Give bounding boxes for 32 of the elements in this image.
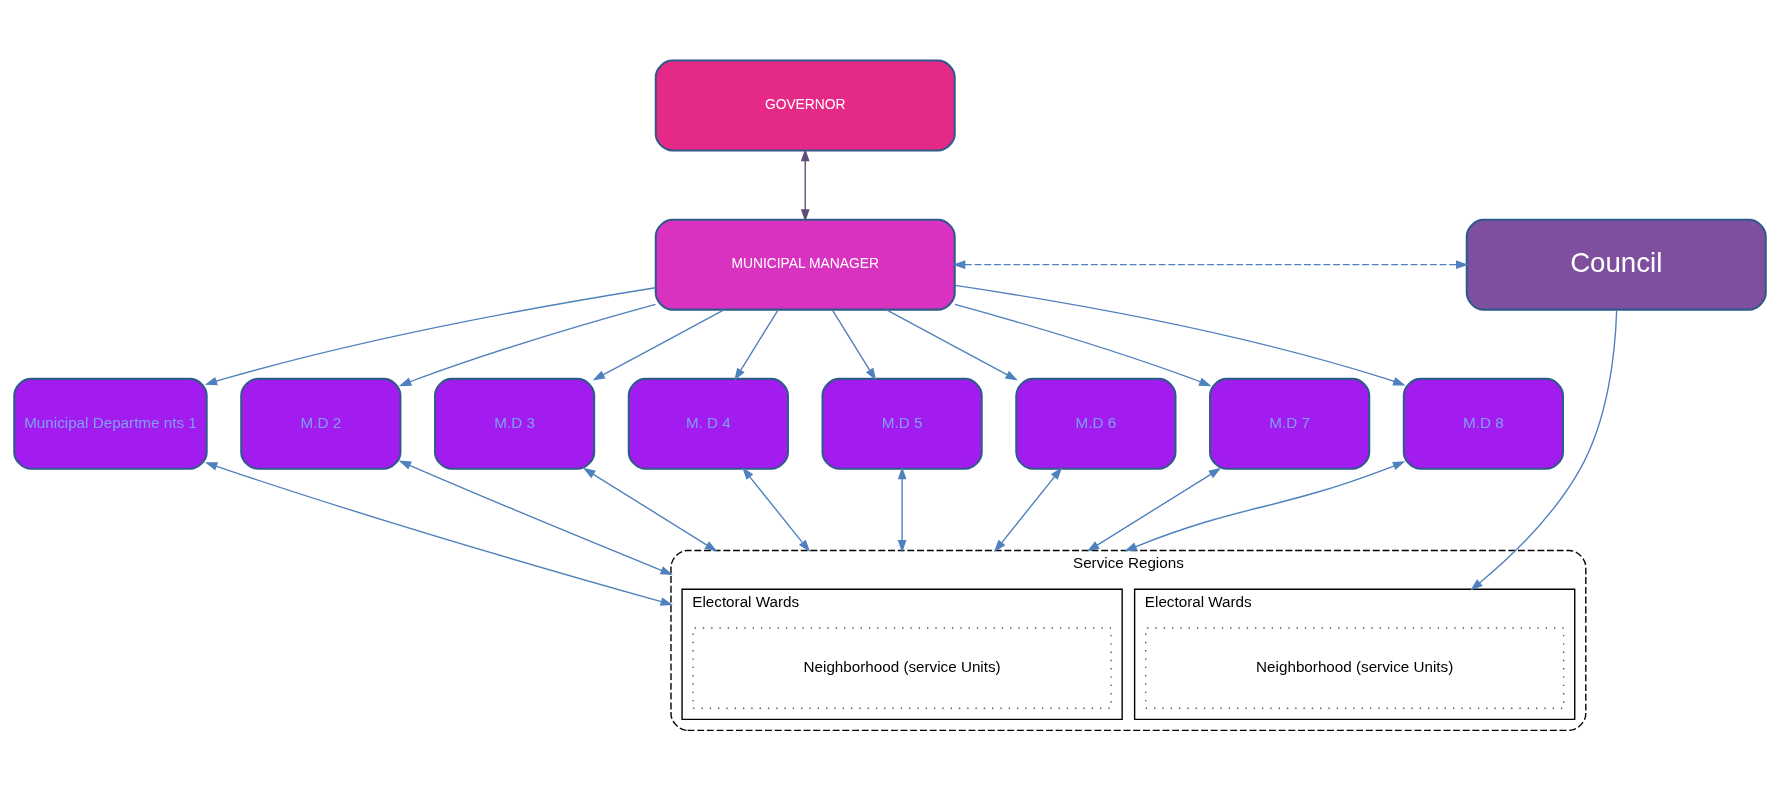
node-box: Council <box>1465 218 1767 311</box>
arrow <box>952 259 1469 269</box>
arrow <box>398 303 657 386</box>
node-box: GOVERNOR <box>654 59 956 152</box>
node-box: MUNICIPAL MANAGER <box>654 218 956 311</box>
node-box: M.D 3 <box>433 377 596 470</box>
arrow <box>954 303 1212 386</box>
arrow <box>742 466 811 552</box>
arrow <box>897 466 907 553</box>
node-box: M.D 5 <box>821 377 983 470</box>
arrow <box>583 467 718 552</box>
node-box: Neighborhood (service Units) <box>692 626 1112 709</box>
arrow <box>885 308 1018 380</box>
arrow <box>204 461 673 606</box>
arrow <box>1470 308 1618 591</box>
arrow <box>592 308 725 380</box>
arrow <box>734 308 779 381</box>
node-box: M.D 8 <box>1402 377 1564 470</box>
arrow <box>994 466 1063 552</box>
arrow <box>1124 460 1406 551</box>
node-box: M. D 4 <box>627 377 789 470</box>
arrow <box>800 148 810 222</box>
arrow <box>831 308 877 381</box>
node-box: M.D 2 <box>240 377 402 470</box>
node-box: Municipal Departme nts 1 <box>13 377 208 470</box>
node-box: Neighborhood (service Units) <box>1145 626 1565 709</box>
arrow <box>954 284 1406 386</box>
node-box: M.D 7 <box>1209 377 1371 470</box>
arrow <box>398 460 673 575</box>
arrow <box>1086 467 1222 552</box>
node-box: M.D 6 <box>1015 377 1177 470</box>
arrow <box>204 286 657 385</box>
